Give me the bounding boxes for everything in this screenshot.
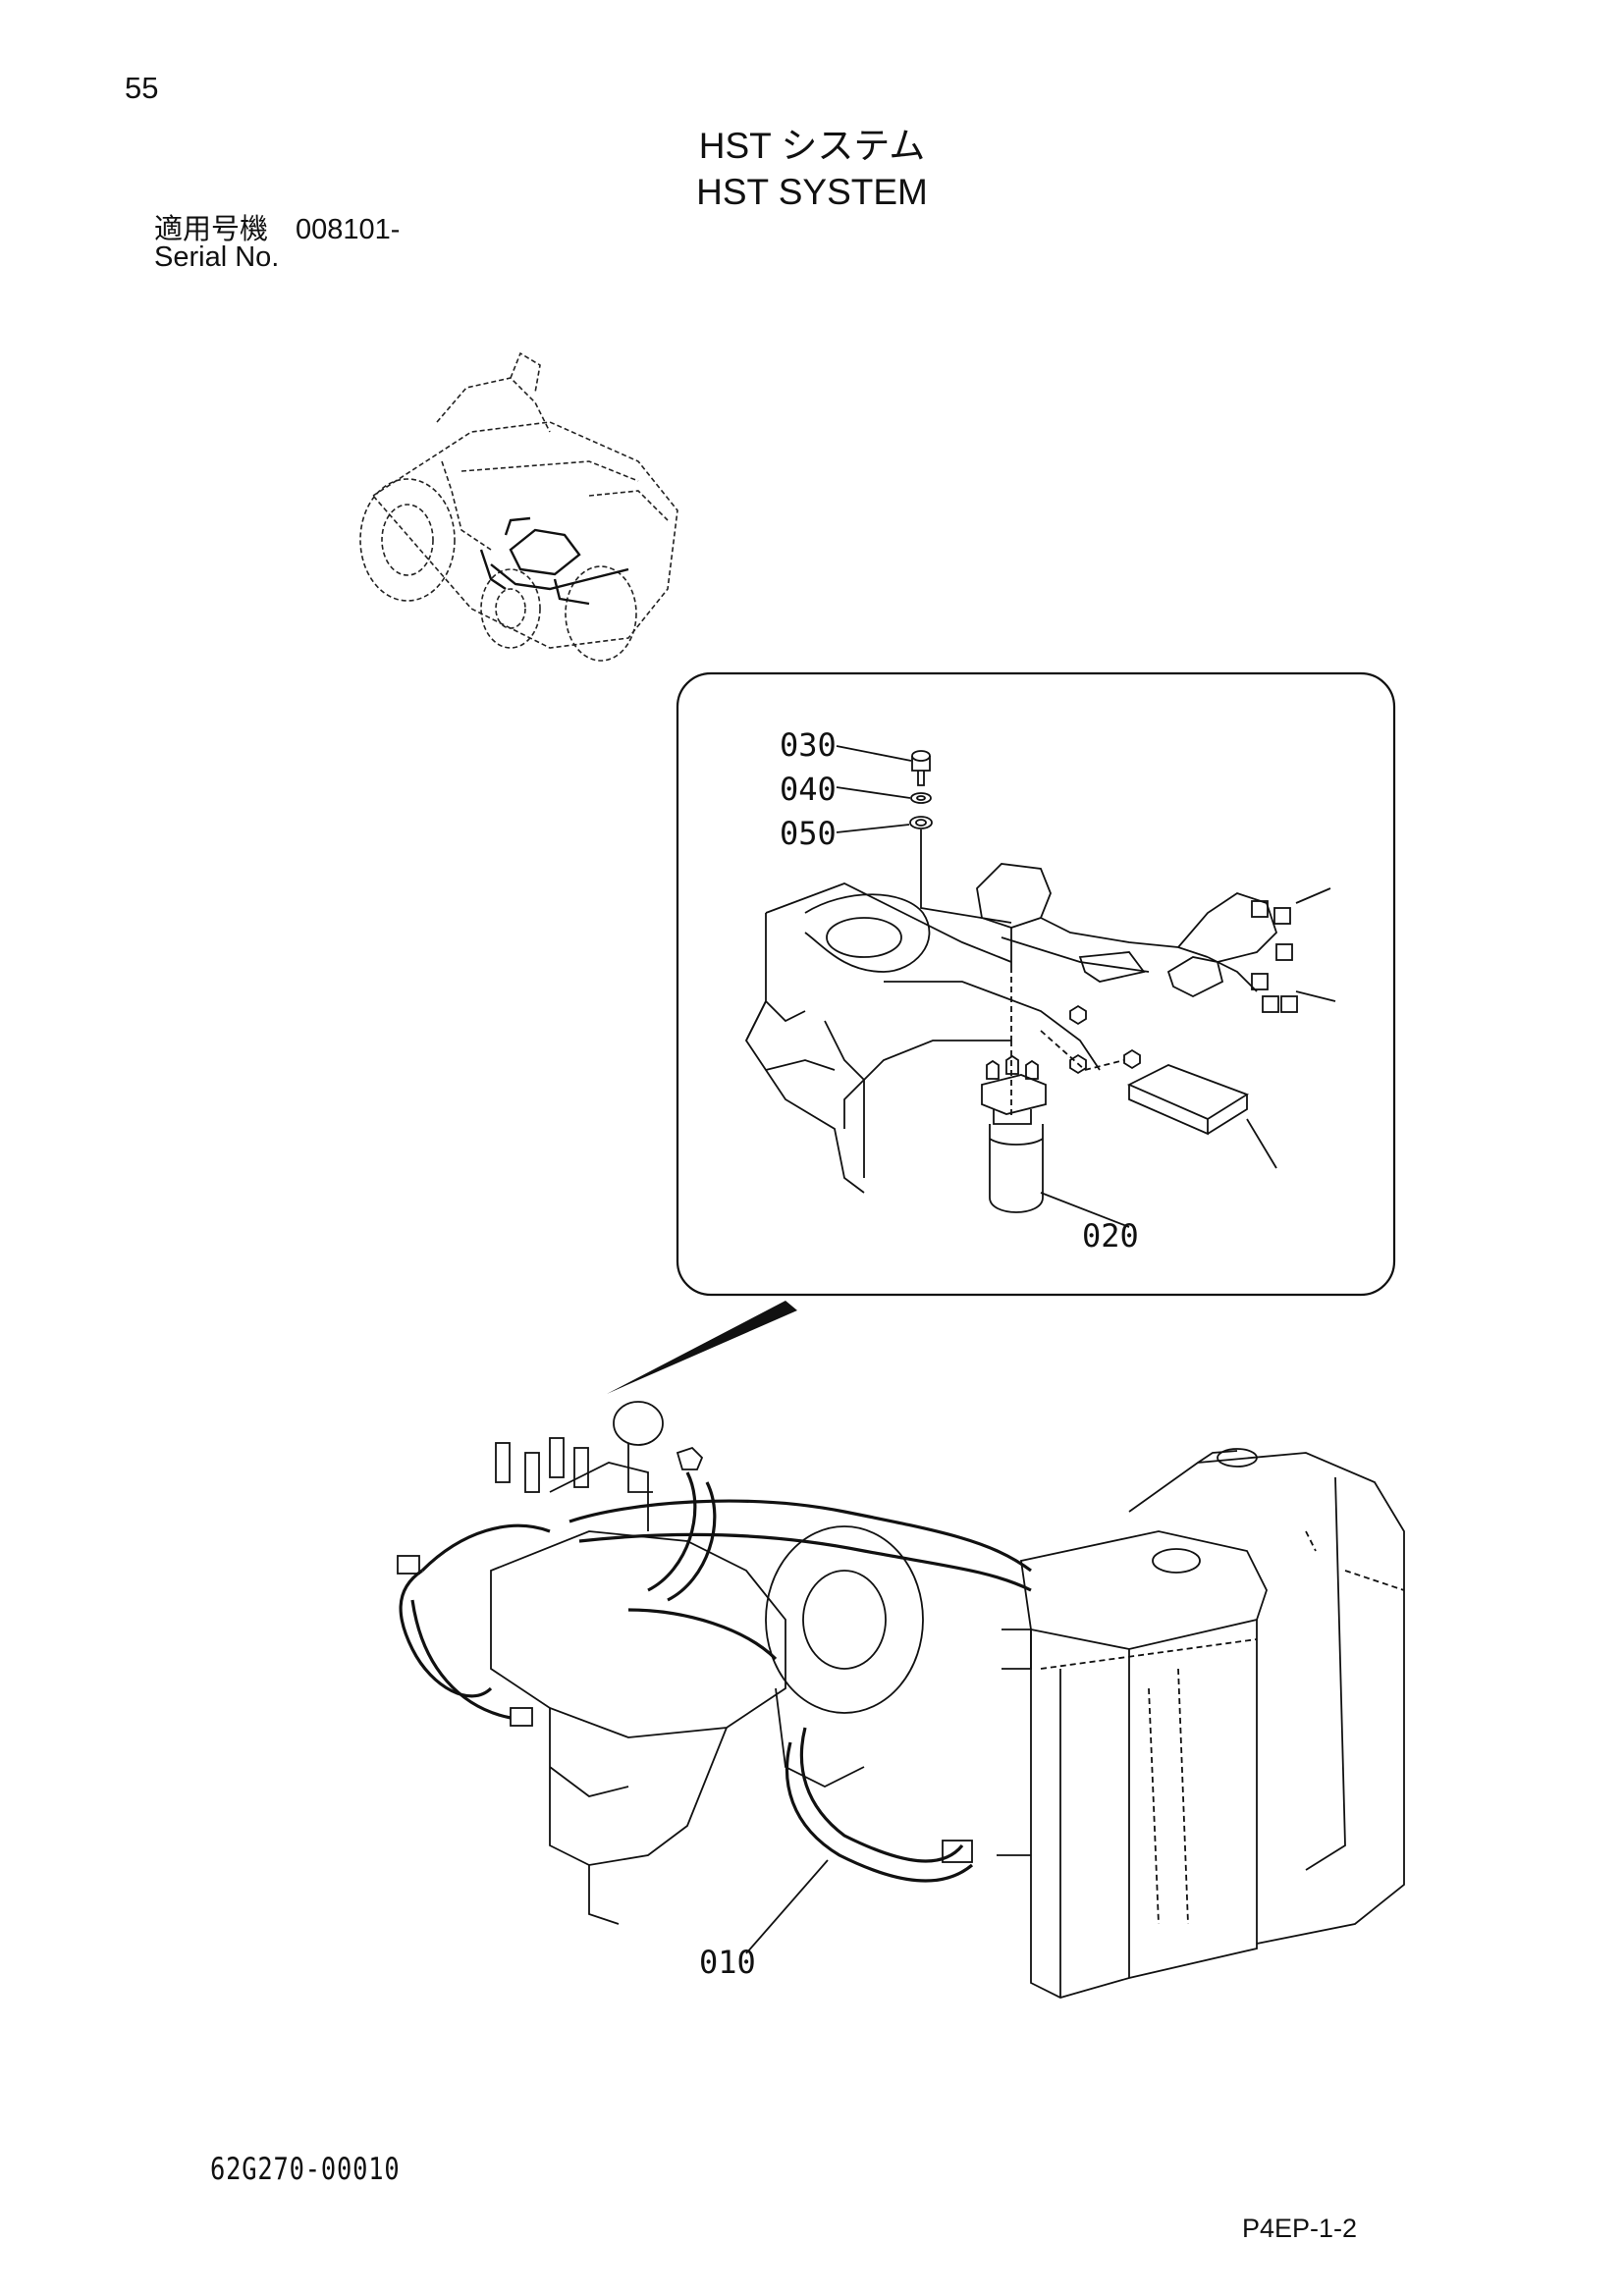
page-title-english: HST SYSTEM	[696, 172, 928, 212]
callout-030: 030	[780, 726, 837, 764]
callout-020: 020	[1082, 1217, 1139, 1255]
page-number: 55	[125, 71, 159, 105]
drawing-number: 62G270-00010	[210, 2152, 401, 2187]
page-code: P4EP-1-2	[1242, 2214, 1358, 2243]
detail-inset: 030 040 050 020	[676, 671, 1396, 1297]
serial-label-english: Serial No.	[154, 241, 280, 273]
page-title-japanese: HST システム	[698, 126, 926, 166]
inset-pointer	[607, 1301, 797, 1394]
callout-050: 050	[780, 815, 837, 852]
machine-overview-sketch	[359, 351, 678, 662]
callout-040: 040	[780, 771, 837, 808]
callout-010: 010	[699, 1944, 756, 1981]
serial-label-japanese: 適用号機	[154, 214, 269, 245]
machine-overview-highlight	[479, 516, 629, 606]
serial-applicability: 適用号機 008101-	[154, 206, 400, 247]
main-assembly	[397, 1401, 1405, 1999]
serial-value: 008101-	[296, 214, 401, 245]
